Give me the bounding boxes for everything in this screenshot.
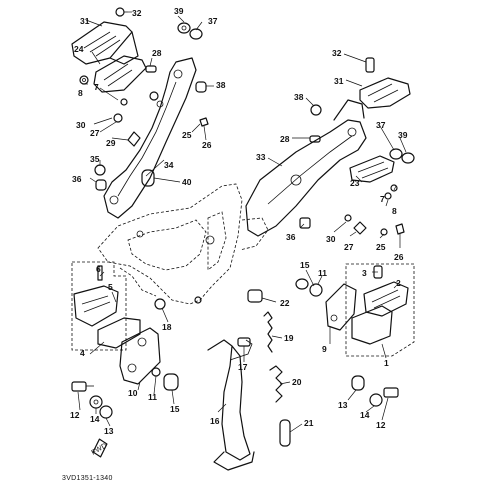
callout-39-left: 39 [174,6,184,16]
callout-21: 21 [304,418,314,428]
callout-38-left: 38 [216,80,226,90]
callout-11-left: 11 [148,392,157,402]
right-lower-footpeg-assembly [325,263,415,407]
callout-27-right: 27 [344,242,354,252]
callout-37-right: 37 [376,120,386,130]
right-footrest-bracket [245,99,367,237]
callout-37-left: 37 [208,16,218,26]
callout-33: 33 [256,152,266,162]
callout-30-left: 30 [76,120,86,130]
callout-5: 5 [108,282,113,292]
callout-1: 1 [384,358,389,368]
callout-32-left: 32 [132,8,142,18]
diagram-code: 3VD1351-1340 [62,475,113,482]
left-footpeg-rubber [93,55,147,93]
callout-12-left: 12 [70,410,80,420]
callout-18: 18 [162,322,172,332]
right-footpeg-rubber [349,155,395,183]
callout-labels: 31 32 39 37 24 28 38 8 7 30 27 29 25 26 … [70,6,408,436]
left-footrest-bracket [103,57,197,219]
callout-13-right: 13 [338,400,348,410]
callout-31-left: 31 [80,16,90,26]
leader-lines [77,11,407,433]
brake-pedal-assembly [154,278,323,471]
callout-7-right: 7 [380,194,385,204]
callout-34: 34 [164,160,174,170]
callout-31-right: 31 [334,76,344,86]
callout-8-left: 8 [78,88,83,98]
callout-2: 2 [396,278,401,288]
callout-26-left: 26 [202,140,212,150]
callout-22: 22 [280,298,290,308]
callout-19: 19 [284,333,294,343]
callout-12-right: 12 [376,420,386,430]
forward-arrow-marker: FWD [90,438,109,458]
callout-20: 20 [292,377,302,387]
callout-26-right: 26 [394,252,404,262]
callout-27-left: 27 [90,128,100,138]
callout-14-right: 14 [360,410,370,420]
callout-16: 16 [210,416,220,426]
callout-24: 24 [74,44,84,54]
callout-14-left: 14 [90,414,100,424]
callout-13-left: 13 [104,426,114,436]
right-upper-small-parts [299,57,415,236]
callout-32-right: 32 [332,48,342,58]
callout-38-right: 38 [294,92,304,102]
left-rider-footpeg [71,21,139,65]
callout-9: 9 [322,344,327,354]
callout-15-left: 15 [170,404,180,414]
callout-7-left: 7 [94,82,99,92]
callout-36-right: 36 [286,232,296,242]
callout-11-right: 11 [318,268,327,278]
callout-17: 17 [238,362,248,372]
callout-8-right: 8 [392,206,397,216]
forward-label: FWD [90,442,108,456]
callout-35: 35 [90,154,100,164]
callout-10: 10 [128,388,138,398]
callout-30-right: 30 [326,234,336,244]
frame-bracket [97,183,269,305]
callout-36-left: 36 [72,174,82,184]
callout-3: 3 [362,268,367,278]
callout-25-right: 25 [376,242,386,252]
left-lower-footpeg-assembly [71,261,179,391]
callout-29: 29 [106,138,116,148]
callout-4: 4 [80,348,85,358]
callout-25-left: 25 [182,130,192,140]
callout-6: 6 [96,264,101,274]
callout-15-right: 15 [300,260,310,270]
callout-23: 23 [350,178,360,188]
callout-28-right: 28 [280,134,290,144]
callout-39-right: 39 [398,130,408,140]
callout-40: 40 [182,177,192,187]
callout-28-left: 28 [152,48,162,58]
right-rider-footpeg [359,77,411,109]
